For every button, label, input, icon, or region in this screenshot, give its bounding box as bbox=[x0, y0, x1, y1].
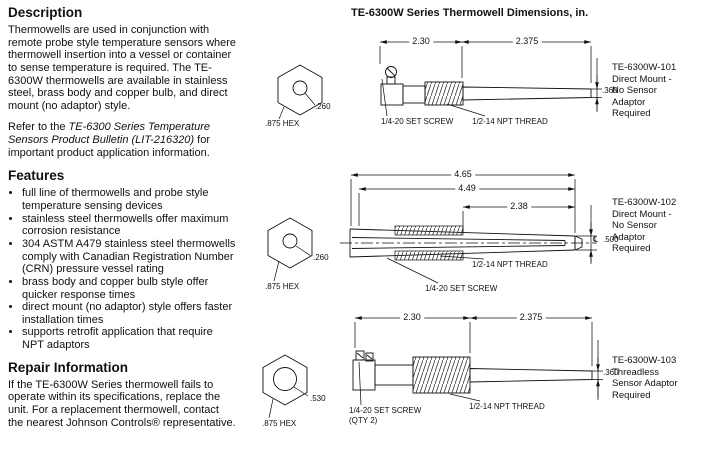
fig2-dim-4-65: 4.65 bbox=[451, 169, 475, 179]
fig2-npt-threads-bottom bbox=[394, 250, 464, 261]
features-list: full line of thermowells and probe style… bbox=[8, 187, 237, 351]
fig2-dim-4-49: 4.49 bbox=[455, 183, 479, 193]
description-reference-paragraph: Refer to the TE-6300 Series Temperature … bbox=[8, 121, 237, 159]
fig1-dim-2-30: 2.30 bbox=[409, 36, 433, 46]
description-paragraph: Thermowells are used in conjunction with… bbox=[8, 24, 237, 112]
fig1-bore-dia-label: .260 bbox=[315, 102, 331, 111]
fig1-set-screw-head bbox=[385, 66, 397, 78]
fig3-tip-dia-label: .360 bbox=[603, 368, 619, 377]
fig1-tip-dia-label: .360 bbox=[602, 86, 618, 95]
fig2-hex-size-label: .875 HEX bbox=[265, 282, 300, 291]
fig3-set-screw-callout: 1/4-20 SET SCREW bbox=[349, 406, 422, 415]
reference-text-pre: Refer to the bbox=[8, 121, 69, 134]
fig3-npt-threads bbox=[412, 356, 471, 394]
diagram-title: TE-6300W Series Thermowell Dimensions, i… bbox=[351, 7, 589, 19]
fig1-hex-front-view bbox=[277, 64, 323, 116]
reference-bulletin-title: TE-6300 Series Temperature Sensors Produ… bbox=[8, 121, 210, 147]
fig2-npt-thread-callout: 1/2-14 NPT THREAD bbox=[472, 260, 548, 269]
fig1-model-label: TE-6300W-101 Direct Mount - No Sensor Ad… bbox=[612, 62, 677, 119]
description-heading: Description bbox=[8, 5, 83, 20]
fig2-hex-front-view bbox=[267, 217, 313, 269]
fig3-bore-dia-label: .530 bbox=[310, 394, 326, 403]
fig3-model-label: TE-6300W-103 Threadless Sensor Adaptor R… bbox=[612, 355, 678, 401]
fig3-dimension-lines bbox=[354, 316, 603, 406]
fig1-dim-2-375: 2.375 bbox=[512, 36, 542, 46]
fig3-bore-circle bbox=[273, 367, 297, 391]
fig1-hex-size-label: .875 HEX bbox=[265, 119, 300, 128]
fig3-set-screw-qty: (QTY 2) bbox=[349, 416, 378, 425]
fig1-drawing bbox=[277, 40, 602, 120]
feature-item: supports retrofit application that requi… bbox=[22, 326, 237, 351]
feature-item: 304 ASTM A479 stainless steel thermowell… bbox=[22, 238, 237, 276]
reference-text-post: for important product application inform… bbox=[8, 134, 210, 159]
fig3-set-screw-2 bbox=[365, 352, 374, 362]
fig3-hex-front-view bbox=[262, 354, 308, 406]
fig1-npt-thread-callout: 1/2-14 NPT THREAD bbox=[472, 117, 548, 126]
fig1-npt-threads bbox=[424, 81, 464, 106]
fig2-tip bbox=[574, 235, 583, 251]
feature-item: direct mount (no adaptor) style offers f… bbox=[22, 301, 237, 326]
fig2-bore-dia-label: .260 bbox=[313, 253, 329, 262]
fig2-centerline-symbol: ℄ bbox=[593, 235, 599, 244]
feature-item: brass body and copper bulb style offer q… bbox=[22, 276, 237, 301]
left-column: Description Thermowells are used in conj… bbox=[8, 5, 237, 438]
fig2-model-label: TE-6300W-102 Direct Mount - No Sensor Ad… bbox=[612, 197, 677, 254]
fig3-npt-thread-callout: 1/2-14 NPT THREAD bbox=[469, 402, 545, 411]
fig3-adaptor-body bbox=[352, 359, 376, 391]
fig3-dim-2-375: 2.375 bbox=[516, 312, 546, 322]
features-heading: Features bbox=[8, 168, 65, 184]
fig1-probe bbox=[462, 86, 592, 101]
fig3-hex-size-label: .875 HEX bbox=[262, 419, 297, 428]
fig2-dim-2-38: 2.38 bbox=[507, 201, 531, 211]
feature-item: full line of thermowells and probe style… bbox=[22, 187, 237, 212]
feature-item: stainless steel thermowells offer maximu… bbox=[22, 213, 237, 238]
fig3-probe bbox=[469, 368, 593, 383]
fig2-bore-circle bbox=[282, 233, 298, 249]
repair-paragraph: If the TE-6300W Series thermowell fails … bbox=[8, 378, 236, 429]
fig3-drawing bbox=[262, 316, 603, 419]
thermowell-drawings bbox=[262, 40, 603, 419]
fig2-tip-dia-label: .500 bbox=[603, 235, 619, 244]
fig2-set-screw-callout: 1/4-20 SET SCREW bbox=[425, 284, 498, 293]
fig1-set-screw-callout: 1/4-20 SET SCREW bbox=[381, 117, 454, 126]
fig1-bore-circle bbox=[292, 80, 308, 96]
fig1-dimension-lines bbox=[379, 40, 602, 117]
fig3-dim-2-30: 2.30 bbox=[400, 312, 424, 322]
repair-heading: Repair Information bbox=[8, 359, 129, 375]
fig2-npt-threads-top bbox=[394, 225, 464, 236]
dimensions-diagram: TE-6300W Series Thermowell Dimensions, i… bbox=[235, 0, 704, 462]
fig2-drawing bbox=[267, 173, 597, 284]
